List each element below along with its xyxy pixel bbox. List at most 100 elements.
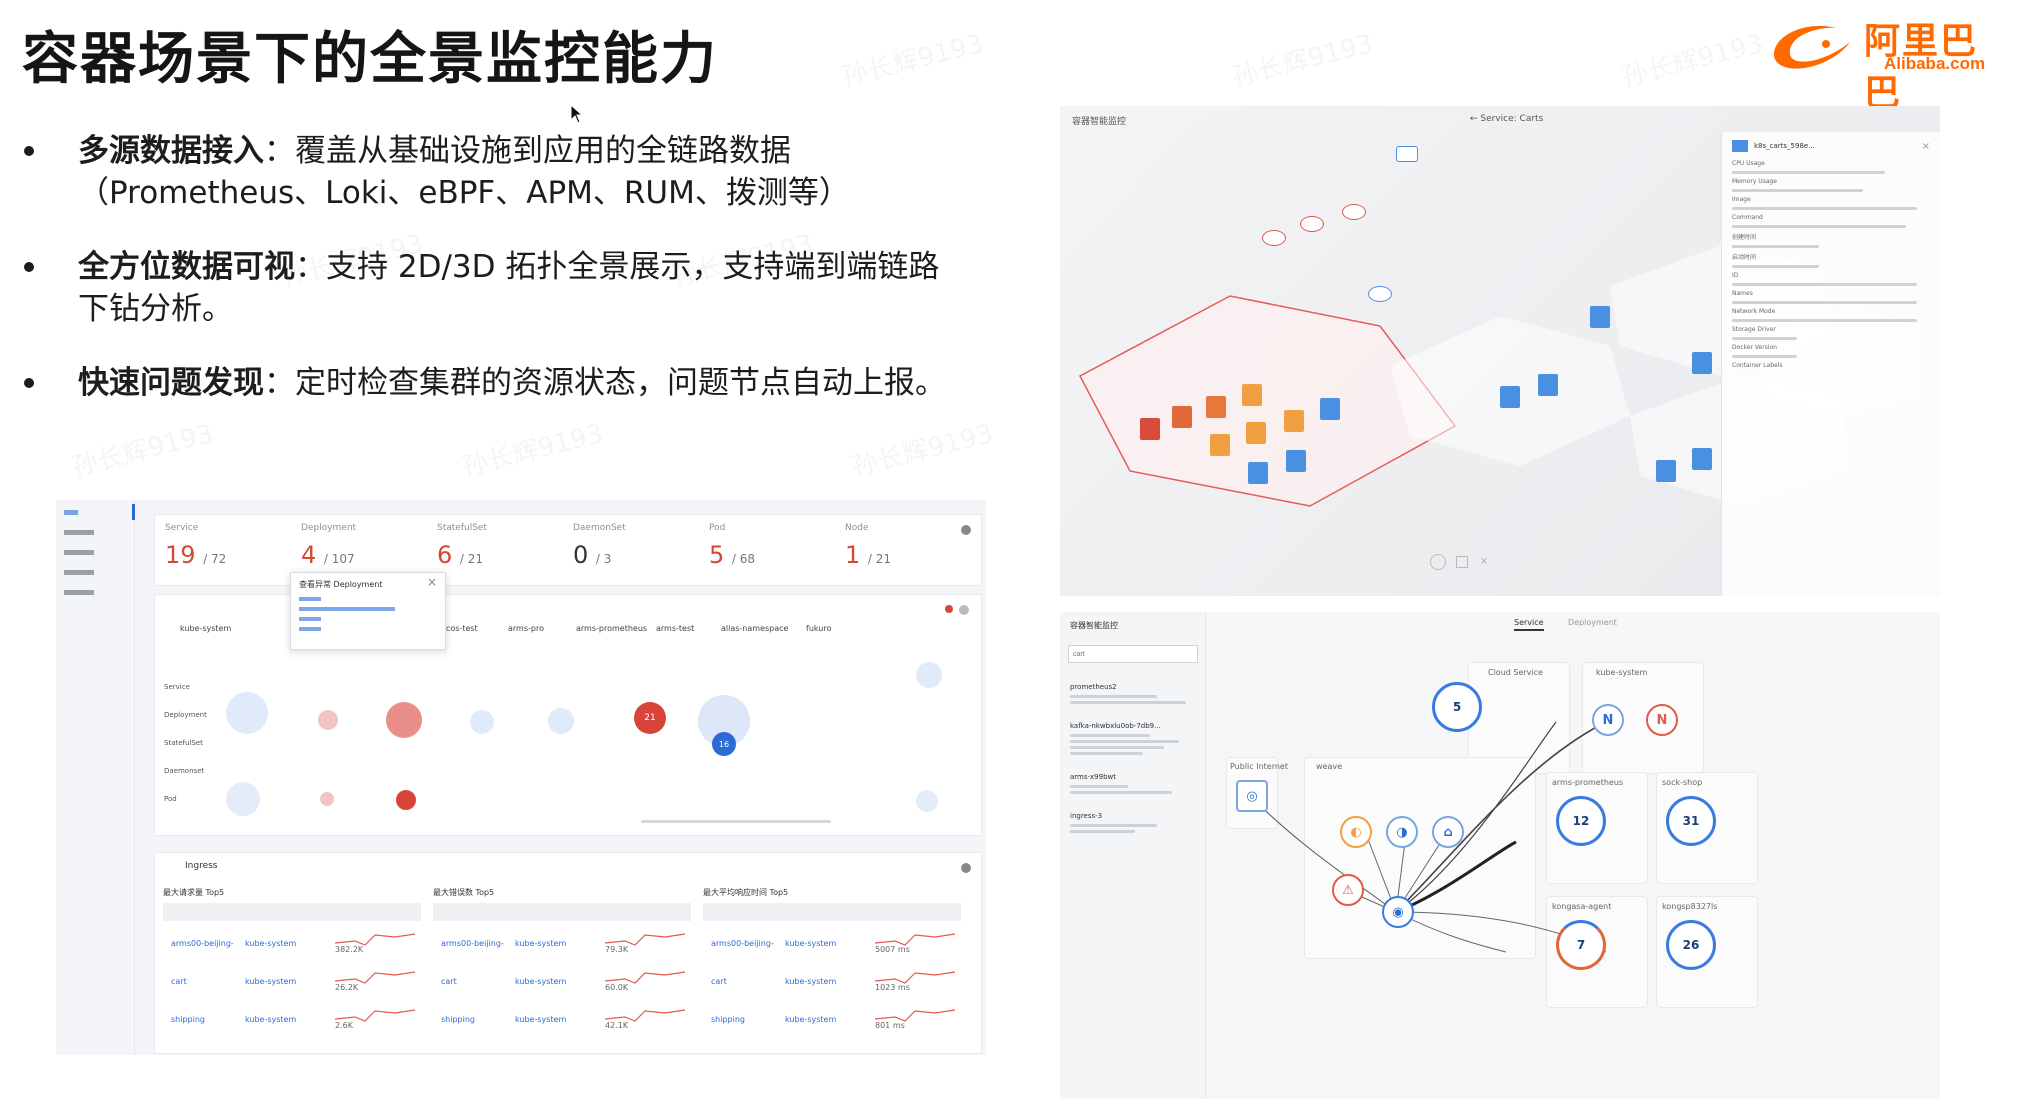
namespace-link[interactable]: kube-system (245, 977, 297, 986)
side-group-title[interactable]: arms-x99bwt (1070, 773, 1116, 781)
service-ring-node[interactable]: 7 (1556, 920, 1606, 970)
service-node-icon[interactable]: ⚠ (1332, 874, 1364, 906)
pod-cube[interactable] (1590, 306, 1610, 328)
help-icon[interactable] (961, 863, 971, 873)
alert-bubble[interactable]: 21 (634, 702, 666, 734)
pod-cube[interactable] (1286, 450, 1306, 472)
namespace-bubble[interactable] (470, 710, 494, 734)
sidebar-item[interactable] (56, 618, 134, 640)
pod-cube[interactable] (1692, 448, 1712, 470)
pod-cube[interactable] (1140, 418, 1160, 440)
service-node-icon[interactable]: ⌂ (1432, 816, 1464, 848)
namespace-link[interactable]: kube-system (245, 1015, 297, 1024)
info-bubble[interactable]: 16 (712, 732, 736, 756)
settings-icon[interactable] (959, 605, 969, 615)
pod-cube[interactable] (1248, 462, 1268, 484)
tab-service[interactable]: Service (1514, 618, 1544, 631)
search-input[interactable] (1068, 645, 1198, 663)
tab-deployment[interactable]: Deployment (1568, 618, 1617, 627)
side-group-title[interactable]: prometheus2 (1070, 683, 1117, 691)
zoom-fit-icon[interactable] (1430, 554, 1446, 570)
service-ring-node[interactable]: 5 (1432, 682, 1482, 732)
namespace-bubble[interactable] (318, 710, 338, 730)
namespace-bubble[interactable] (916, 662, 942, 688)
namespace-link[interactable]: kube-system (245, 939, 297, 948)
pod-cube[interactable] (1320, 398, 1340, 420)
pod-cube[interactable] (1246, 422, 1266, 444)
node-n-icon[interactable]: N (1646, 704, 1678, 736)
ingress-name-link[interactable]: shipping (171, 1015, 205, 1024)
service-ring-node[interactable]: 12 (1556, 796, 1606, 846)
panel-field-value (1732, 225, 1907, 228)
namespace-link[interactable]: kube-system (515, 1015, 567, 1024)
service-node-icon[interactable]: ◑ (1386, 816, 1418, 848)
stat-node[interactable]: Node 1 / 21 (845, 523, 975, 569)
namespace-column-head: arms-test (656, 624, 695, 633)
popup-title: 查看异常 Deployment (299, 580, 383, 589)
stat-service[interactable]: Service 19 / 72 (165, 523, 295, 569)
namespace-bubble[interactable] (396, 790, 416, 810)
namespace-bubble[interactable] (226, 782, 260, 816)
stat-pod[interactable]: Pod 5 / 68 (709, 523, 839, 569)
pod-cube[interactable] (1210, 434, 1230, 456)
stat-daemonset[interactable]: DaemonSet 0 / 3 (573, 523, 703, 569)
expand-icon[interactable] (1456, 556, 1468, 568)
topo3d-breadcrumb[interactable]: ← Service: Carts (1470, 114, 1544, 124)
node-n-icon[interactable]: N (1592, 704, 1624, 736)
ingress-name-link[interactable]: cart (711, 977, 727, 986)
ingress-name-link[interactable]: cart (171, 977, 187, 986)
namespace-link[interactable]: kube-system (785, 977, 837, 986)
service-ring-node[interactable]: 26 (1666, 920, 1716, 970)
namespace-link[interactable]: kube-system (515, 977, 567, 986)
pod-cube[interactable] (1692, 352, 1712, 374)
pod-cube[interactable] (1500, 386, 1520, 408)
public-internet-icon[interactable]: ◎ (1236, 780, 1268, 812)
service-node-icon[interactable] (1368, 286, 1392, 302)
panel-field-label: Storage Driver (1732, 326, 1776, 333)
namespace-bubble[interactable] (226, 692, 268, 734)
watermark: 孙长辉9193 (1618, 23, 1767, 94)
group-label: Public Internet (1230, 762, 1288, 771)
bullet-dot-icon (24, 378, 34, 388)
stat-deployment[interactable]: Deployment 4 / 107 (301, 523, 431, 569)
service-node-icon[interactable] (1300, 216, 1324, 232)
service-node-icon[interactable] (1262, 230, 1286, 246)
close-icon[interactable]: × (426, 575, 437, 589)
side-group-title[interactable]: kafka-nkwbxlu0ob-7db9... (1070, 722, 1161, 730)
pod-cube[interactable] (1656, 460, 1676, 482)
ingress-name-link[interactable]: arms00-beijing- (171, 939, 234, 948)
namespace-bubble[interactable] (386, 702, 422, 738)
help-icon[interactable] (961, 525, 971, 535)
namespace-column-head: arms-pro (508, 624, 544, 633)
service-node-icon[interactable] (1396, 146, 1418, 162)
stat-total: / 72 (203, 552, 227, 566)
dashboard-sidebar (56, 500, 135, 1055)
service-ring-node[interactable]: 31 (1666, 796, 1716, 846)
pod-cube[interactable] (1172, 406, 1192, 428)
close-icon[interactable]: × (1480, 556, 1489, 567)
side-group-title[interactable]: ingress-3 (1070, 812, 1103, 820)
namespace-link[interactable]: kube-system (785, 1015, 837, 1024)
selected-service-node[interactable]: ◉ (1382, 896, 1414, 928)
horizontal-scrollbar[interactable] (641, 820, 831, 823)
pod-cube[interactable] (1538, 374, 1558, 396)
namespace-bubble[interactable] (320, 792, 334, 806)
ingress-name-link[interactable]: cart (441, 977, 457, 986)
side-group-line (1070, 701, 1186, 704)
namespace-bubble[interactable] (548, 708, 574, 734)
service-node-icon[interactable] (1342, 204, 1366, 220)
pod-cube[interactable] (1242, 384, 1262, 406)
service-node-icon[interactable]: ◐ (1340, 816, 1372, 848)
ingress-name-link[interactable]: shipping (711, 1015, 745, 1024)
topology-edges (1245, 721, 1607, 953)
namespace-link[interactable]: kube-system (515, 939, 567, 948)
stat-statefulset[interactable]: StatefulSet 6 / 21 (437, 523, 567, 569)
ingress-name-link[interactable]: arms00-beijing- (441, 939, 504, 948)
namespace-link[interactable]: kube-system (785, 939, 837, 948)
ingress-name-link[interactable]: shipping (441, 1015, 475, 1024)
namespace-bubble[interactable] (916, 790, 938, 812)
close-icon[interactable]: × (1921, 140, 1930, 152)
ingress-name-link[interactable]: arms00-beijing- (711, 939, 774, 948)
pod-cube[interactable] (1284, 410, 1304, 432)
pod-cube[interactable] (1206, 396, 1226, 418)
